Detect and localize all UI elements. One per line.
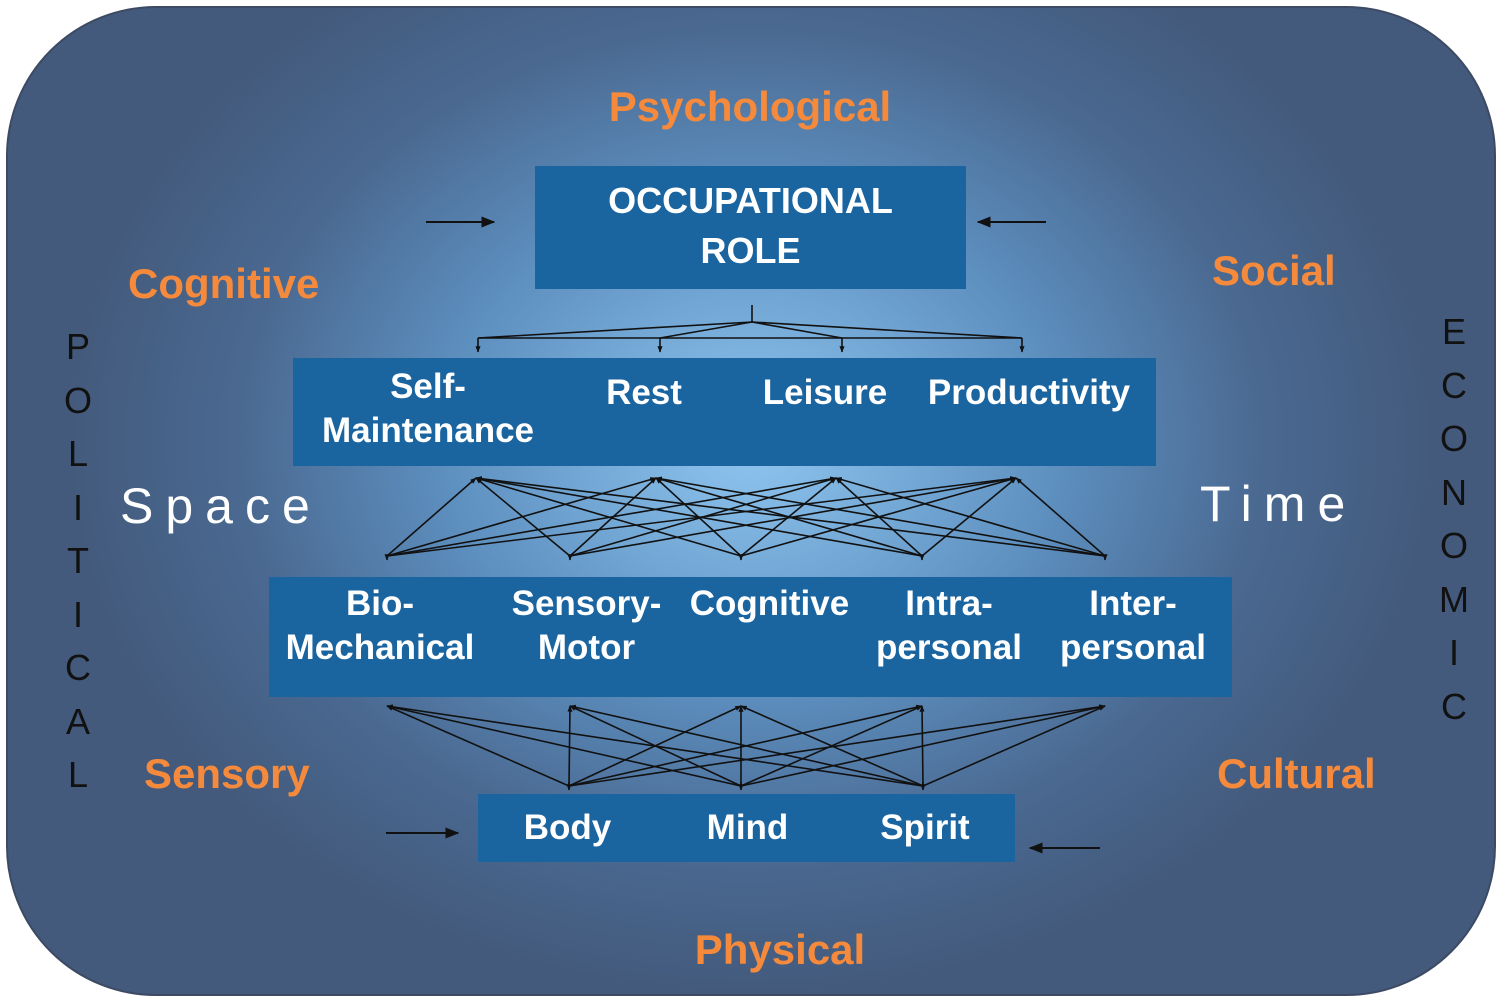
component-cognitive-line1: Cognitive (689, 584, 850, 623)
component-sensory-motor: Sensory- Motor (499, 582, 674, 670)
area-component-link (569, 476, 1017, 557)
area-rest: Rest (584, 371, 704, 415)
env-social: Social (1212, 247, 1336, 294)
area-component-link (921, 477, 1017, 557)
performance-areas-box (293, 358, 1156, 466)
area-component-link (835, 477, 1106, 557)
component-intra-personal-line2: personal (876, 628, 1022, 667)
component-core-link (569, 704, 924, 787)
core-mind: Mind (680, 806, 815, 850)
vertical-letter: T (67, 540, 89, 581)
area-component-link (386, 477, 657, 557)
vertical-letter: O (1439, 525, 1468, 566)
time-label: Time (1200, 476, 1358, 532)
component-intra-personal: Intra- personal (866, 582, 1032, 670)
role-branch-diagonal (477, 321, 753, 339)
vertical-letter: P (65, 326, 90, 367)
area-rest-label: Rest (606, 373, 682, 412)
component-cognitive: Cognitive (677, 582, 862, 626)
vertical-letter: I (72, 486, 83, 528)
occupational-role-box (535, 166, 966, 289)
component-sensory-motor-line2: Motor (537, 628, 636, 667)
vertical-letter: L (67, 754, 89, 795)
component-bio-mechanical-line1: Bio- (345, 584, 415, 623)
component-core-link (386, 704, 742, 787)
occupational-role-line2: ROLE (700, 230, 801, 271)
component-core-link (386, 704, 924, 787)
component-intra-personal-line1: Intra- (905, 584, 993, 623)
core-box (478, 794, 1015, 862)
vertical-letter: C (1441, 364, 1467, 406)
core-spirit-label: Spirit (880, 808, 970, 847)
area-component-link (1015, 477, 1106, 557)
performance-components-box (269, 577, 1232, 697)
env-physical: Physical (694, 926, 866, 973)
component-core-link (568, 704, 1106, 787)
role-branch-diagonal (751, 321, 1023, 339)
area-component-link (740, 477, 1017, 557)
vertical-letter: C (65, 647, 91, 688)
area-leisure: Leisure (750, 371, 900, 415)
role-branch-diagonal (659, 321, 753, 339)
role-branch-diagonal (751, 321, 843, 339)
env-cultural: Cultural (1217, 750, 1376, 797)
vertical-letter: M (1439, 578, 1469, 620)
occupational-role-line1: OCCUPATIONAL (608, 180, 893, 221)
component-core-link (740, 705, 924, 787)
area-component-link (386, 476, 1017, 557)
area-self-maintenance-line1: Self- (390, 367, 466, 406)
area-self-maintenance: Self- Maintenance (313, 365, 543, 453)
core-body-label: Body (523, 808, 612, 847)
component-core-link (919, 705, 925, 787)
area-leisure-label: Leisure (762, 373, 888, 412)
core-body: Body (500, 806, 635, 850)
component-inter-personal-line1: Inter- (1089, 584, 1177, 623)
env-psychological: Psychological (608, 83, 892, 130)
vertical-letter: I (1448, 632, 1459, 673)
area-productivity-label: Productivity (927, 373, 1131, 412)
vertical-letter: O (63, 379, 92, 421)
occupational-role-label: OCCUPATIONAL ROLE (535, 176, 966, 276)
area-component-link (386, 476, 837, 557)
vertical-letter: O (1439, 418, 1468, 459)
vertical-letter: L (67, 433, 89, 474)
env-sensory: Sensory (144, 750, 310, 797)
vertical-letter: E (1441, 311, 1466, 352)
vertical-letter: N (1441, 471, 1467, 513)
component-sensory-motor-line1: Sensory- (511, 584, 662, 623)
vertical-letter: I (72, 593, 83, 635)
component-bio-mechanical: Bio- Mechanical (277, 582, 483, 670)
component-inter-personal: Inter- personal (1049, 582, 1217, 670)
core-spirit: Spirit (855, 806, 995, 850)
vertical-letter: A (65, 700, 90, 742)
component-core-link (386, 705, 570, 787)
core-mind-label: Mind (706, 808, 789, 847)
space-label: Space (120, 478, 322, 534)
vertical-letter: C (1441, 685, 1467, 727)
area-productivity: Productivity (914, 371, 1144, 415)
component-inter-personal-line2: personal (1060, 628, 1206, 667)
area-self-maintenance-line2: Maintenance (322, 411, 534, 450)
env-cognitive: Cognitive (128, 260, 320, 307)
component-core-link (567, 705, 573, 787)
component-bio-mechanical-line2: Mechanical (285, 628, 475, 667)
component-core-link (922, 705, 1106, 787)
area-component-link (386, 477, 477, 557)
